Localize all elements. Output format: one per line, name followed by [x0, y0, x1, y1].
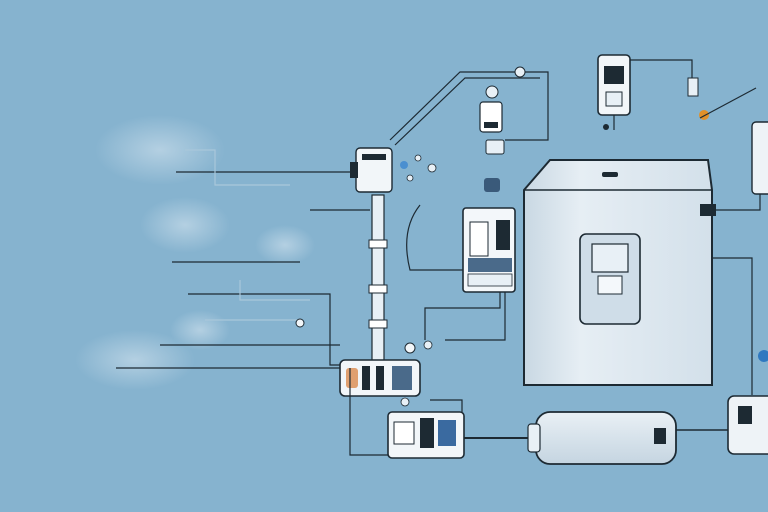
upper-valve-cluster [479, 66, 526, 192]
upper-pipes [389, 71, 549, 146]
control-box [462, 207, 516, 293]
left-wires [116, 171, 370, 369]
control-pipes [406, 204, 506, 341]
main-pipe [368, 194, 388, 366]
background-texture [75, 115, 315, 390]
right-side-equipment [699, 87, 768, 455]
main-cabinet [523, 159, 716, 386]
top-right-fixture [597, 54, 709, 130]
left-light-wires [185, 149, 310, 321]
left-filter-housing [350, 147, 437, 193]
lower-pump-assembly [295, 318, 465, 459]
horizontal-tank [462, 411, 728, 465]
